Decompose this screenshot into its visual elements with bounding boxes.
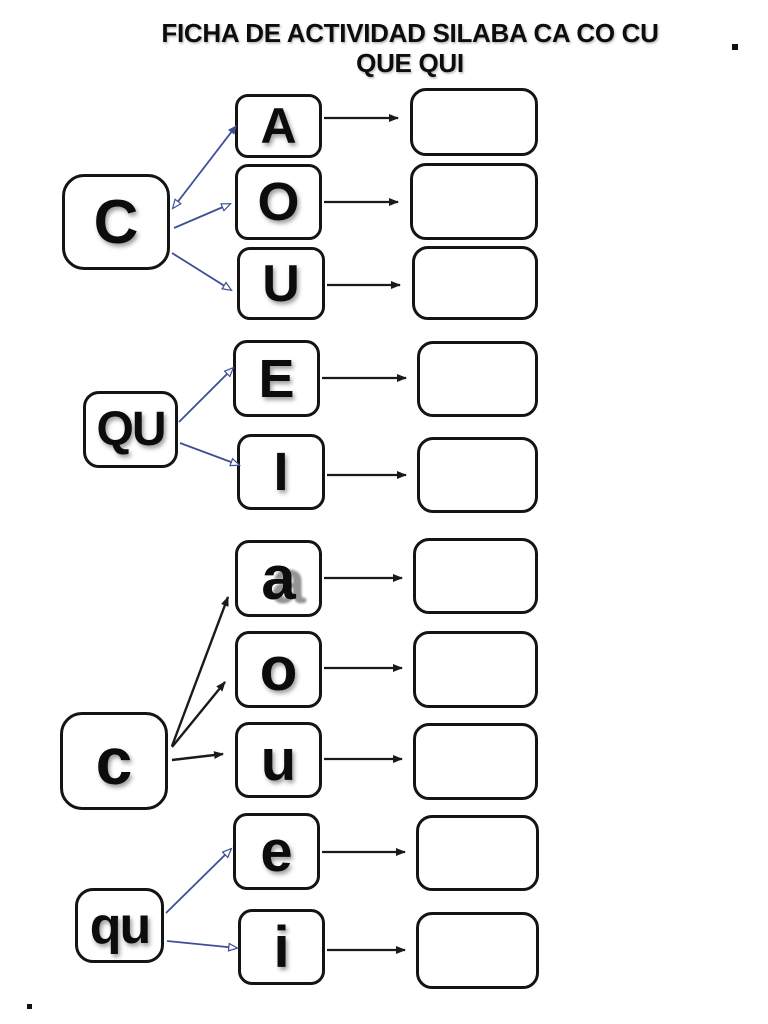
page-title: FICHA DE ACTIVIDAD SILABA CA CO CU QUE Q… [55, 18, 765, 78]
blue-arrow-QU-E [178, 368, 233, 423]
source-letter: c [95, 724, 133, 798]
black-arrow-c-o [171, 681, 226, 748]
black-arrow-c-u [171, 751, 224, 762]
answer-box[interactable] [413, 631, 538, 708]
vowel-box-E: E [233, 340, 320, 417]
blue-arrow-C-O [173, 204, 230, 229]
vowel-letter: u [260, 727, 297, 793]
vowel-box-e: e [233, 813, 320, 890]
vowel-box-I: I [237, 434, 325, 510]
source-box-C: C [62, 174, 170, 270]
source-letter: C [93, 187, 139, 257]
vowel-letter: U [262, 254, 300, 313]
page-title-line2: QUE QUI [356, 48, 464, 78]
source-letter: QU [96, 403, 167, 456]
blue-arrow-qu-e [165, 849, 231, 914]
answer-box[interactable] [417, 341, 538, 417]
source-letter: qu [89, 896, 152, 955]
answer-box[interactable] [410, 163, 538, 240]
blue-arrow-qu-i [166, 940, 237, 948]
vowel-box-U: U [237, 247, 325, 320]
vowel-box-o: o [235, 631, 322, 708]
source-box-c: c [60, 712, 168, 810]
vowel-box-A: A [235, 94, 322, 158]
vowel-letter: E [258, 348, 295, 409]
vowel-box-a: a [235, 540, 322, 617]
black-arrow-c-a [170, 596, 230, 747]
blue-arrow-A-C [173, 126, 237, 208]
answer-box[interactable] [410, 88, 538, 156]
answer-box[interactable] [413, 723, 538, 800]
answer-box[interactable] [412, 246, 538, 320]
blue-arrow-C-U [171, 252, 231, 290]
vowel-box-O: O [235, 164, 322, 240]
vowel-letter: a [261, 544, 296, 613]
answer-box[interactable] [416, 815, 539, 891]
vowel-box-u: u [235, 722, 322, 798]
period-dot-icon [27, 1004, 32, 1009]
vowel-letter: i [273, 914, 290, 980]
vowel-letter: A [260, 98, 297, 154]
answer-box[interactable] [416, 912, 539, 989]
vowel-box-i: i [238, 909, 325, 985]
vowel-letter: I [273, 442, 289, 502]
vowel-letter: o [259, 635, 298, 704]
page-title-line1: FICHA DE ACTIVIDAD SILABA CA CO CU [161, 18, 659, 48]
answer-box[interactable] [413, 538, 538, 614]
source-box-qu: qu [75, 888, 164, 963]
vowel-letter: e [260, 819, 293, 884]
vowel-letter: O [257, 172, 300, 232]
answer-box[interactable] [417, 437, 538, 513]
blue-arrow-QU-I [179, 442, 239, 465]
source-box-QU: QU [83, 391, 178, 468]
period-dot-icon [732, 44, 738, 50]
